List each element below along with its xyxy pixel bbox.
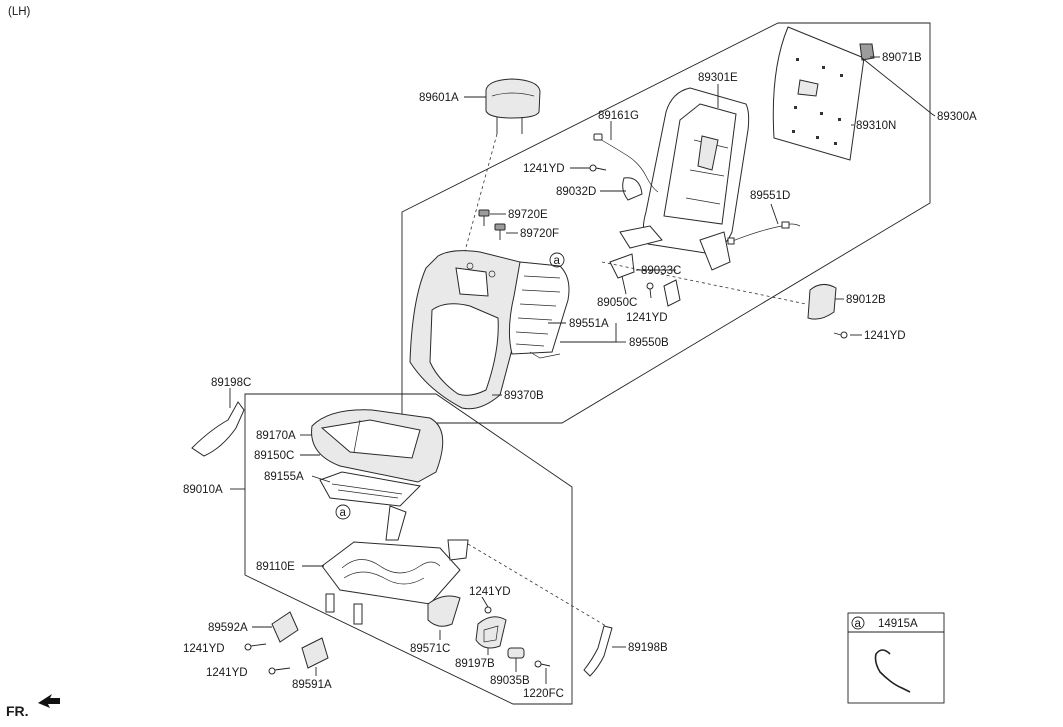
side-trim-89198c — [191, 401, 245, 457]
knob-89035b — [507, 647, 525, 659]
label-89592a: 89592A — [208, 622, 248, 634]
seatback-board — [772, 26, 865, 161]
wire-harness-89551d — [727, 221, 801, 245]
headrest-guide-89720e — [478, 209, 490, 226]
bolt-icon — [244, 643, 267, 651]
label-1241yd-b: 1241YD — [626, 312, 668, 324]
label-89591a: 89591A — [292, 679, 332, 691]
inset-box: a 14915A — [847, 612, 945, 704]
label-89301e: 89301E — [698, 72, 738, 84]
front-direction-indicator: FR. — [6, 694, 60, 719]
cover-89032d — [622, 177, 643, 201]
label-1220fc: 1220FC — [523, 688, 564, 700]
svg-text:a: a — [554, 255, 561, 267]
side-label: (LH) — [8, 6, 31, 18]
side-trim-89198b — [583, 625, 613, 677]
label-1241yd-f: 1241YD — [206, 667, 248, 679]
seatback-cover — [409, 250, 527, 410]
label-89601a: 89601A — [419, 92, 459, 104]
label-89300a: 89300A — [937, 111, 977, 123]
seat-frame — [321, 505, 469, 625]
bolt-icon — [589, 164, 607, 172]
label-89720e: 89720E — [508, 209, 548, 221]
handle-89197b — [475, 616, 507, 649]
front-label: FR. — [6, 703, 29, 719]
label-1241yd-e: 1241YD — [183, 643, 225, 655]
leader-lines — [229, 56, 936, 684]
bolt-icon — [833, 331, 848, 339]
label-89551a: 89551A — [569, 318, 609, 330]
label-89010a: 89010A — [183, 484, 223, 496]
seatback-frame — [619, 87, 750, 271]
cushion-group-frame — [244, 393, 573, 705]
inset-marker: a — [855, 618, 862, 630]
headrest-guide-line — [461, 133, 498, 263]
cover-89592a — [271, 611, 299, 643]
seat-cushion — [311, 409, 444, 483]
callout-marker-a-upper: a — [549, 252, 565, 268]
inset-part-label: 14915A — [878, 618, 918, 630]
clip-89071b — [859, 43, 875, 61]
label-89050c: 89050C — [597, 297, 637, 309]
backrest-heater-mat — [508, 261, 570, 359]
bracket-guide-line — [601, 261, 807, 305]
label-1241yd-a: 1241YD — [523, 163, 565, 175]
front-arrow-icon — [38, 694, 60, 708]
label-89110e: 89110E — [256, 561, 295, 573]
headrest-guide-89720f — [494, 223, 506, 240]
callout-marker-a-lower: a — [335, 504, 351, 520]
bolt-icon — [534, 660, 551, 668]
bolt-icon — [646, 282, 654, 299]
label-89571c: 89571C — [410, 643, 450, 655]
label-89310n: 89310N — [856, 120, 896, 132]
label-89197b: 89197B — [455, 658, 495, 670]
label-89150c: 89150C — [254, 450, 294, 462]
bolt-icon — [268, 667, 291, 675]
label-89198c: 89198C — [211, 377, 251, 389]
label-89720f: 89720F — [520, 228, 559, 240]
cover-89571c — [427, 595, 461, 627]
bracket-89033c — [663, 279, 681, 307]
headrest — [485, 78, 541, 134]
side-cover-89012b — [807, 284, 837, 320]
label-89161g: 89161G — [598, 110, 639, 122]
label-89198b: 89198B — [628, 642, 668, 654]
label-89170a: 89170A — [256, 430, 296, 442]
label-89032d: 89032D — [556, 186, 596, 198]
label-89551d: 89551D — [750, 190, 790, 202]
wire-harness-89161g — [593, 133, 659, 193]
label-89370b: 89370B — [504, 390, 544, 402]
label-89155a: 89155A — [264, 471, 304, 483]
cover-89591a — [301, 637, 329, 669]
label-1241yd-c: 1241YD — [864, 330, 906, 342]
part-labels: 89601A 89720E 89720F 89161G 1241YD 89032… — [183, 52, 977, 700]
label-89033c: 89033C — [641, 265, 681, 277]
bolt-icon — [484, 606, 492, 614]
cushion-heater-mat — [319, 471, 422, 507]
label-89035b: 89035B — [490, 675, 530, 687]
seat-guide-line — [467, 543, 607, 627]
label-89550b: 89550B — [629, 337, 669, 349]
svg-text:a: a — [340, 507, 347, 519]
hook-clip-icon — [874, 649, 911, 693]
label-89012b: 89012B — [846, 294, 886, 306]
label-1241yd-d: 1241YD — [469, 586, 511, 598]
label-89071b: 89071B — [882, 52, 922, 64]
